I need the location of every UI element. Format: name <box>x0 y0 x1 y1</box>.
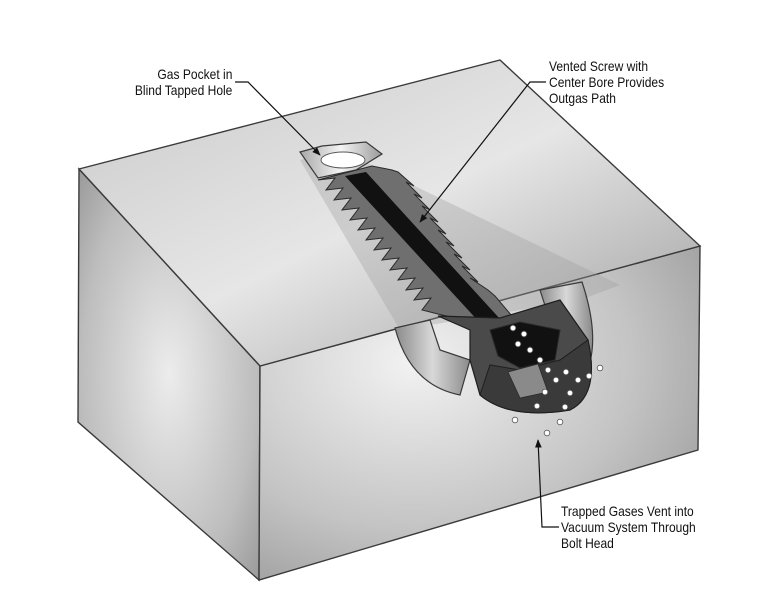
callout-line: Outgas Path <box>549 90 616 106</box>
gas-pocket-rim <box>320 151 366 169</box>
callout-vented-screw: Vented Screw with Center Bore Provides O… <box>549 58 664 106</box>
gas-bubble <box>574 376 582 384</box>
gas-bubbles <box>509 324 604 437</box>
gas-bubble <box>514 340 522 348</box>
callout-gas-pocket: Gas Pocket in Blind Tapped Hole <box>134 66 232 98</box>
gas-bubble <box>543 429 551 437</box>
gas-bubble <box>526 346 534 354</box>
callout-trapped-gases: Trapped Gases Vent into Vacuum System Th… <box>561 503 696 551</box>
callout-line: Trapped Gases Vent into <box>561 503 694 519</box>
callout-line: Vented Screw with <box>549 58 649 74</box>
counterbore-cup <box>394 319 471 396</box>
gas-bubble <box>536 356 544 364</box>
callout-line: Vacuum System Through <box>561 519 696 535</box>
gas-bubble <box>520 330 528 338</box>
callout-line: Blind Tapped Hole <box>134 82 232 98</box>
leader-vented-screw <box>419 81 546 223</box>
gas-bubble <box>566 389 574 397</box>
center-bore <box>345 172 510 336</box>
leader-trapped-gases <box>534 439 559 528</box>
gas-bubble <box>556 418 564 426</box>
gas-bubble <box>533 402 541 410</box>
gas-bubble <box>511 416 519 424</box>
gas-bubble <box>596 364 604 372</box>
callout-line: Bolt Head <box>561 535 614 551</box>
gas-bubble <box>541 388 549 396</box>
bolt-head-socket <box>489 321 561 369</box>
gas-bubble <box>561 403 569 411</box>
gas-bubble <box>562 368 570 376</box>
callout-line: Center Bore Provides <box>549 74 665 90</box>
gas-bubble <box>544 366 552 374</box>
leader-gas-pocket <box>235 81 321 156</box>
callout-line: Gas Pocket in <box>157 66 232 82</box>
gas-bubble <box>509 324 517 332</box>
gas-bubble <box>585 372 593 380</box>
gas-bubble <box>552 376 560 384</box>
